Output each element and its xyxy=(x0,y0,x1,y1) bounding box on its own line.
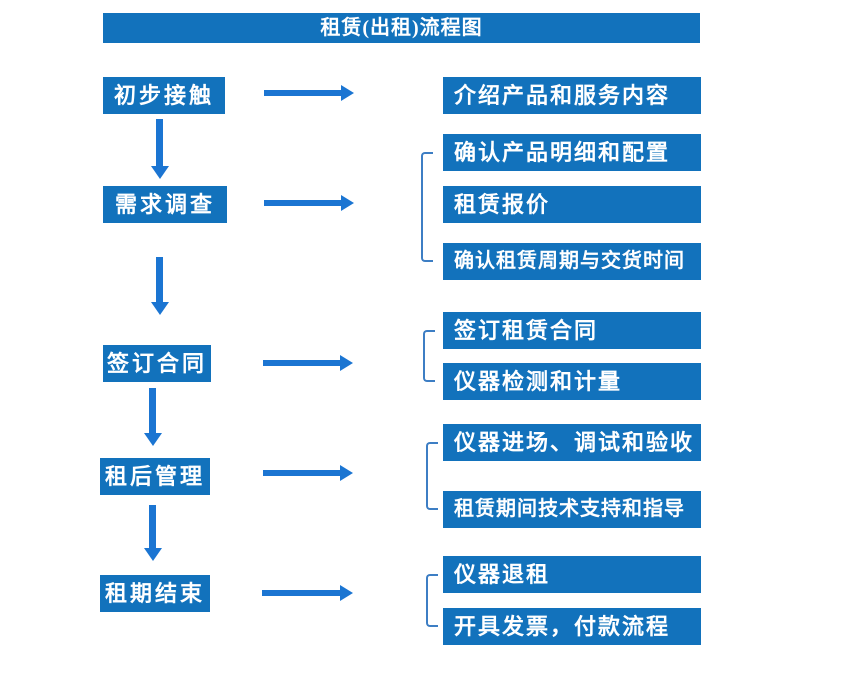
step-box-sign-contract: 签订合同 xyxy=(103,345,211,382)
step-box-demand-survey: 需求调查 xyxy=(103,186,227,223)
detail-box-instrument-return: 仪器退租 xyxy=(443,556,701,593)
detail-box-invoice-payment: 开具发票，付款流程 xyxy=(443,608,701,645)
detail-box-instrument-testing: 仪器检测和计量 xyxy=(443,363,701,400)
group-bracket-post-rental xyxy=(426,442,438,510)
detail-box-confirm-period: 确认租赁周期与交货时间 xyxy=(443,243,701,280)
detail-box-rental-quote: 租赁报价 xyxy=(443,186,701,223)
step-box-post-rental-management: 租后管理 xyxy=(100,458,210,495)
right-arrow-4 xyxy=(263,470,340,476)
group-bracket-demand-survey xyxy=(421,152,433,262)
right-arrow-3 xyxy=(263,360,340,366)
down-arrow-1 xyxy=(156,119,163,166)
detail-box-sign-rental-contract: 签订租赁合同 xyxy=(443,312,701,349)
detail-box-confirm-product-spec: 确认产品明细和配置 xyxy=(443,134,701,171)
right-arrow-1 xyxy=(264,90,341,96)
flowchart-title: 租赁(出租)流程图 xyxy=(103,13,700,43)
step-box-rental-end: 租期结束 xyxy=(100,575,210,612)
detail-box-tech-support: 租赁期间技术支持和指导 xyxy=(443,491,701,528)
step-box-initial-contact: 初步接触 xyxy=(103,77,225,114)
down-arrow-2 xyxy=(156,257,163,302)
right-arrow-2 xyxy=(264,200,341,206)
group-bracket-sign-contract xyxy=(423,330,435,382)
group-bracket-rental-end xyxy=(426,574,438,627)
detail-box-introduce-products: 介绍产品和服务内容 xyxy=(443,77,701,114)
right-arrow-5 xyxy=(262,590,340,596)
down-arrow-3 xyxy=(149,388,156,433)
down-arrow-4 xyxy=(149,505,156,548)
detail-box-instrument-setup: 仪器进场、调试和验收 xyxy=(443,424,701,461)
